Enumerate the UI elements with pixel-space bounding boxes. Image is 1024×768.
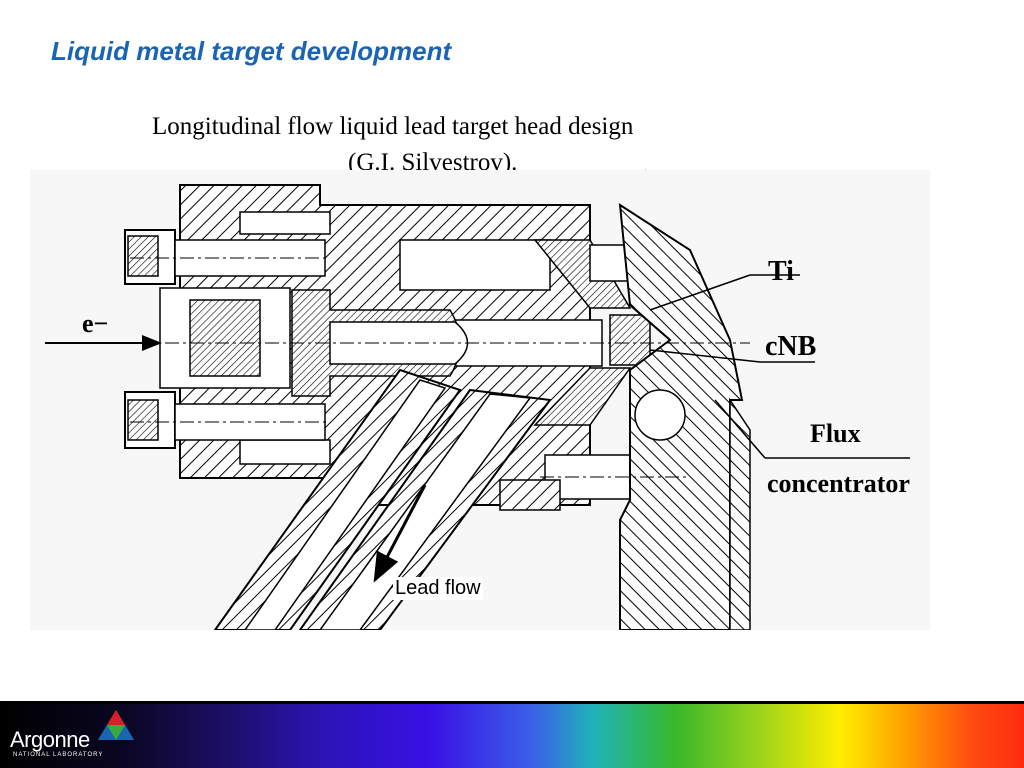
footer-spectrum-bar [0,701,1024,768]
upper-slot [239,211,331,235]
target-head-diagram: Longitudinal flow liquid lead target hea… [30,113,930,630]
lower-clamp [499,479,561,511]
upper-channel [399,239,551,291]
cnb-target [609,314,651,366]
cooling-hole [634,389,686,441]
cnb-leader [649,349,761,363]
lead-flow-label: Lead flow [393,577,483,600]
diagram-heading-line1: Longitudinal flow liquid lead target hea… [152,113,634,140]
lower-bolt-socket [127,399,159,441]
nozzle-upper [533,239,632,309]
label-cnb: cNB [765,331,816,362]
beam-window-insert [189,299,261,377]
nozzle-lower [533,367,632,426]
lead-flow-arrow [373,484,427,583]
argonne-logo-subtext: NATIONAL LABORATORY [13,752,104,758]
label-concentrator: concentrator [767,469,910,498]
argonne-logo-text: Argonne [10,727,90,752]
flux-concentrator-edge [729,397,751,630]
label-flux: Flux [810,419,861,448]
footer-divider [0,701,1024,704]
argonne-logo-icon [98,710,134,740]
ti-leader [649,274,751,311]
lead-inlet-tube-bore [244,379,447,630]
slide-title: Liquid metal target development [51,36,452,66]
label-ti: Ti [768,256,794,287]
lower-slot [239,439,331,465]
beam-label: e− [82,309,108,338]
flux-leader [714,399,766,459]
upper-bolt-socket [127,235,159,277]
